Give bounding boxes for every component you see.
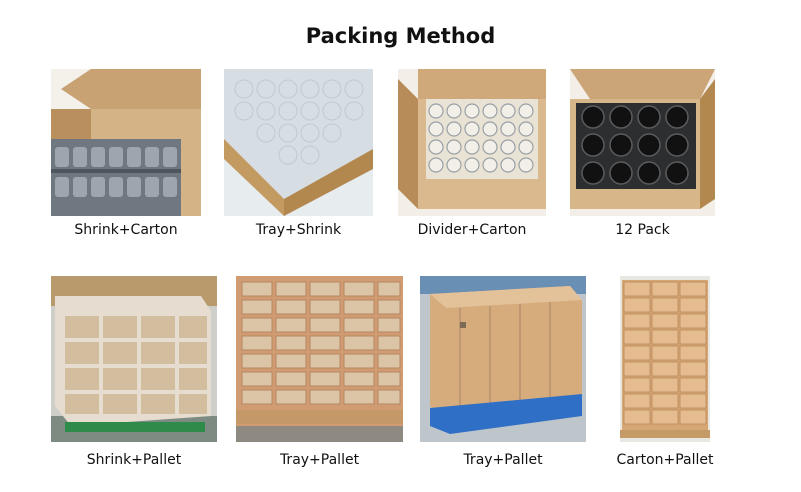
carton-pallet-photo	[620, 276, 710, 442]
caption-tray-shrink: Tray+Shrink	[255, 222, 342, 238]
caption-tray-pallet-1: Tray+Pallet	[279, 452, 360, 468]
divider-carton-photo	[398, 69, 546, 216]
caption-shrink-carton: Shrink+Carton	[74, 222, 178, 238]
shrink-pallet-photo	[51, 276, 217, 442]
caption-carton-pallet: Carton+Pallet	[616, 452, 714, 468]
shrink-carton-photo	[51, 69, 201, 216]
tray-pallet-photo-2	[420, 276, 586, 442]
caption-shrink-pallet: Shrink+Pallet	[86, 452, 182, 468]
caption-tray-pallet-2: Tray+Pallet	[463, 452, 543, 468]
twelve-pack-photo	[570, 69, 715, 216]
caption-divider-carton: Divider+Carton	[417, 222, 527, 238]
caption-twelve-pack: 12 Pack	[615, 222, 670, 238]
page-title: Packing Method	[305, 24, 496, 48]
tray-shrink-photo	[224, 69, 373, 216]
tray-pallet-photo-1	[236, 276, 403, 442]
